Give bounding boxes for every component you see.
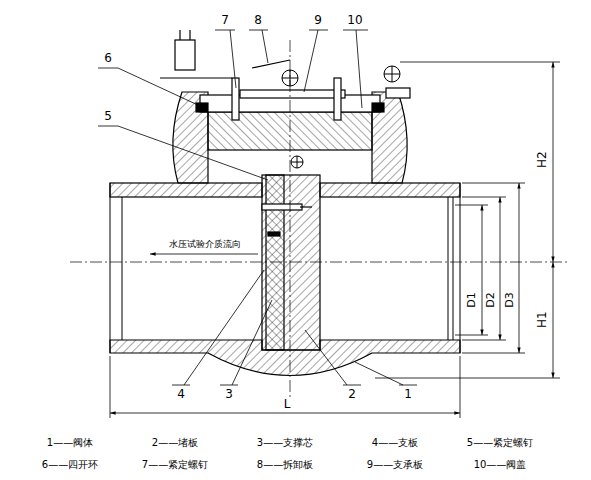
valve-body: [110, 92, 460, 376]
callout-number: 3: [225, 388, 233, 401]
parts-list-item: 4——支板: [372, 437, 418, 448]
parts-list-item: 10——阀盖: [474, 459, 527, 470]
callout-number: 7: [221, 14, 229, 27]
dimension-label: D2: [485, 291, 497, 308]
parts-list-item: 2——堵板: [152, 437, 198, 448]
dimension-label: H1: [535, 311, 548, 330]
parts-list-item: 8——拆卸板: [257, 459, 313, 470]
dimension-label: D1: [466, 291, 478, 308]
parts-list-item: 7——紧定螺钉: [142, 459, 208, 470]
parts-list-item: 9——支承板: [367, 459, 423, 470]
dimension-label: D3: [504, 291, 516, 308]
callout-number: 10: [347, 14, 362, 27]
callout-number: 8: [254, 14, 262, 27]
flow-note: 水压试验介质流向: [168, 240, 242, 250]
parts-list-item: 1——阀体: [47, 437, 93, 448]
callout-number: 1: [404, 388, 412, 401]
leader-lines: [98, 30, 417, 385]
callout-number: 4: [177, 388, 185, 401]
parts-list-item: 3——支撑芯: [257, 437, 313, 448]
valve-cover: [160, 30, 410, 150]
plug: [262, 175, 320, 350]
center-lines: [70, 40, 570, 405]
dimension-label: L: [283, 398, 292, 411]
callout-number: 9: [314, 14, 322, 27]
parts-list-item: 6——四开环: [42, 459, 98, 470]
parts-list-item: 5——紧定螺钉: [467, 437, 533, 448]
dimension-lines: [110, 62, 560, 418]
callout-number: 2: [348, 388, 356, 401]
callout-number: 6: [104, 52, 112, 65]
center-symbols: [282, 66, 400, 168]
callout-number: 5: [104, 110, 112, 123]
dimension-label: H2: [535, 151, 548, 170]
